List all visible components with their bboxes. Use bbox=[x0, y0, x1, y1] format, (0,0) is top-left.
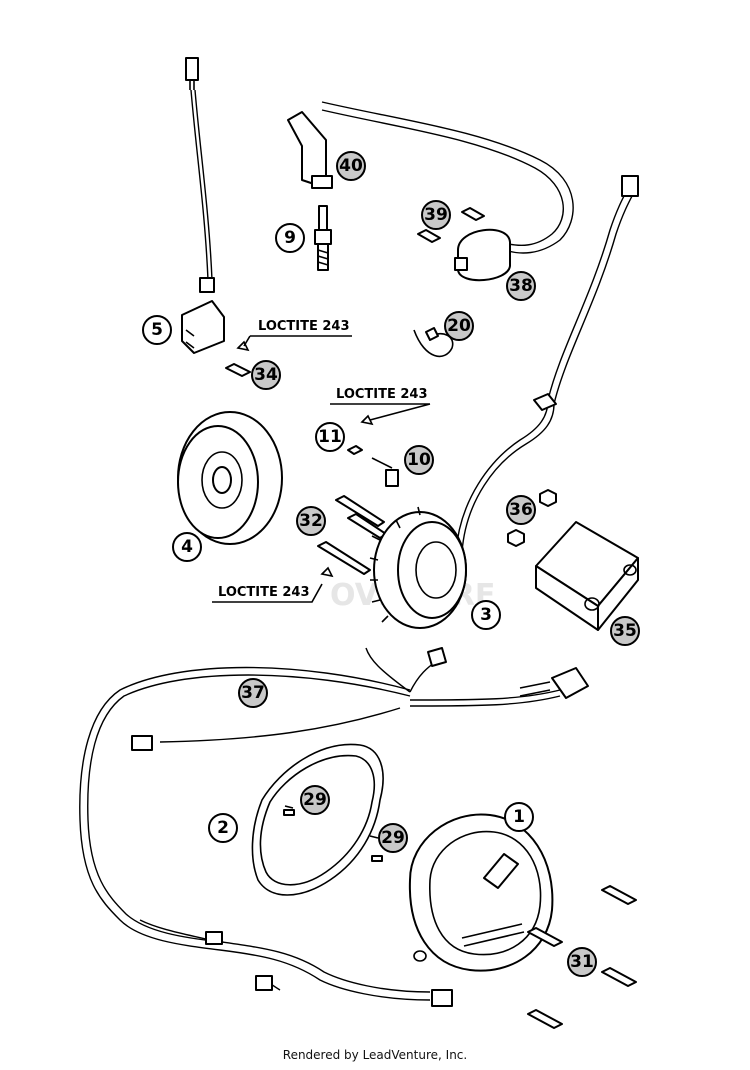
callout-39: 39 bbox=[421, 200, 451, 230]
loctite-label: LOCTITE 243 bbox=[336, 387, 428, 402]
callout-4: 4 bbox=[172, 532, 202, 562]
loctite-note-top: LOCTITE 243 bbox=[243, 319, 352, 347]
callout-20: 20 bbox=[444, 311, 474, 341]
loctite-label: LOCTITE 243 bbox=[258, 319, 350, 334]
callout-36: 36 bbox=[506, 495, 536, 525]
part-4-flywheel bbox=[177, 411, 283, 545]
svg-text:20: 20 bbox=[447, 316, 471, 336]
svg-text:40: 40 bbox=[339, 156, 363, 176]
callout-1: 1 bbox=[504, 802, 534, 832]
callout-3: 3 bbox=[471, 600, 501, 630]
svg-text:10: 10 bbox=[407, 450, 431, 470]
svg-text:39: 39 bbox=[424, 205, 448, 225]
part-2-gasket bbox=[251, 743, 384, 896]
svg-text:29: 29 bbox=[381, 828, 405, 848]
part-35-regulator bbox=[535, 521, 639, 631]
callout-29-pin: 29 bbox=[378, 823, 408, 853]
footer-credit: Rendered by LeadVenture, Inc. bbox=[282, 1048, 468, 1062]
callout-9: 9 bbox=[275, 223, 305, 253]
part-40-spark-plug-cap bbox=[287, 111, 333, 189]
callout-10: 10 bbox=[404, 445, 434, 475]
part-1-ignition-cover bbox=[408, 813, 554, 972]
part-5-pickup-sensor bbox=[181, 57, 225, 354]
part-31-screws bbox=[527, 885, 637, 1029]
part-3-stator bbox=[369, 175, 639, 629]
svg-text:2: 2 bbox=[217, 818, 229, 838]
svg-text:35: 35 bbox=[613, 621, 637, 641]
part-39-screws bbox=[417, 207, 485, 243]
part-29-pins bbox=[283, 809, 383, 862]
svg-text:29: 29 bbox=[303, 790, 327, 810]
svg-text:32: 32 bbox=[299, 511, 323, 531]
svg-text:5: 5 bbox=[151, 320, 163, 340]
svg-text:36: 36 bbox=[509, 500, 533, 520]
part-36-nuts bbox=[507, 489, 557, 547]
callout-31: 31 bbox=[567, 947, 597, 977]
svg-text:1: 1 bbox=[513, 807, 525, 827]
callout-40: 40 bbox=[336, 151, 366, 181]
callout-2: 2 bbox=[208, 813, 238, 843]
loctite-note-low: LOCTITE 243 bbox=[212, 583, 323, 603]
loctite-label: LOCTITE 243 bbox=[218, 585, 310, 600]
callout-34: 34 bbox=[251, 360, 281, 390]
callout-38: 38 bbox=[506, 271, 536, 301]
part-9-spark-plug bbox=[314, 205, 332, 271]
part-38-ignition-coil bbox=[321, 101, 574, 282]
svg-text:34: 34 bbox=[254, 365, 278, 385]
svg-text:3: 3 bbox=[480, 605, 492, 625]
svg-text:4: 4 bbox=[181, 537, 193, 557]
loctite-note-mid: LOCTITE 243 bbox=[330, 387, 431, 421]
callout-32: 32 bbox=[296, 506, 326, 536]
callout-37: 37 bbox=[238, 678, 268, 708]
svg-text:37: 37 bbox=[241, 683, 265, 703]
callout-11: 11 bbox=[315, 422, 345, 452]
part-20-cable-tie bbox=[413, 327, 454, 358]
callout-29-gasket: 29 bbox=[300, 785, 330, 815]
part-37-wiring-harness bbox=[79, 647, 589, 1007]
svg-text:31: 31 bbox=[570, 952, 594, 972]
svg-text:38: 38 bbox=[509, 276, 533, 296]
svg-text:11: 11 bbox=[318, 427, 342, 447]
svg-text:9: 9 bbox=[284, 228, 296, 248]
callout-35: 35 bbox=[610, 616, 640, 646]
part-10-11-clip-screw bbox=[347, 414, 399, 487]
part-34-screws bbox=[225, 340, 251, 377]
callout-5: 5 bbox=[142, 315, 172, 345]
